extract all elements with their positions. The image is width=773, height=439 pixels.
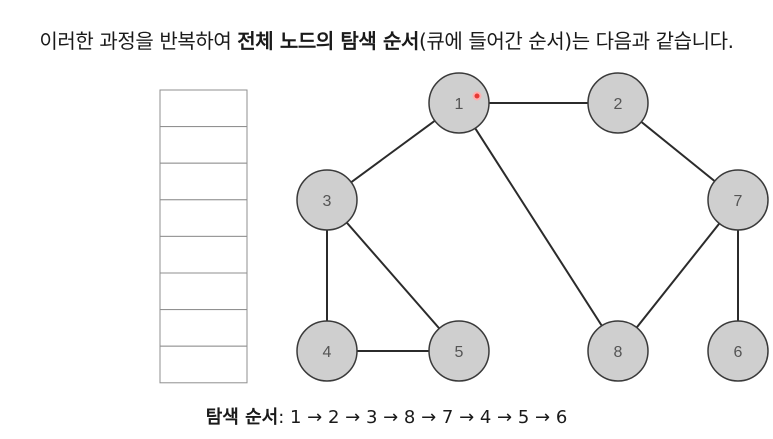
caption-text-bold: 전체 노드의 탐색 순서 <box>237 29 419 53</box>
graph-nodes: 1 2 3 4 5 6 7 8 <box>296 72 769 382</box>
node-3: 3 <box>296 169 358 231</box>
node-6: 6 <box>707 320 769 382</box>
node-2-label: 2 <box>614 96 623 113</box>
node-6-circle <box>707 320 769 382</box>
node-7: 7 <box>707 169 769 231</box>
cursor-highlight-dot <box>472 91 482 101</box>
queue-cell <box>159 199 248 237</box>
queue-cell <box>159 272 248 311</box>
node-2: 2 <box>587 72 649 134</box>
node-4-circle <box>296 320 358 382</box>
caption-text-after: (큐에 들어간 순서)는 다음과 같습니다. <box>418 29 734 53</box>
node-4-label: 4 <box>323 344 332 361</box>
queue-cell <box>159 309 248 347</box>
edge-1-8 <box>458 102 619 352</box>
edge-3-5 <box>326 199 460 352</box>
node-6-label: 6 <box>734 344 743 361</box>
node-2-circle <box>587 72 649 134</box>
node-1-label: 1 <box>455 96 464 113</box>
queue-cell <box>159 235 248 274</box>
queue <box>159 89 248 384</box>
node-1: 1 <box>428 72 490 134</box>
queue-cell <box>159 345 248 384</box>
graph-edges <box>326 102 739 352</box>
caption-text-before: 이러한 과정을 반복하여 <box>39 29 238 53</box>
caption: 이러한 과정을 반복하여 전체 노드의 탐색 순서(큐에 들어간 순서)는 다음… <box>0 27 773 55</box>
queue-cell <box>159 162 248 201</box>
queue-cell <box>159 126 248 164</box>
node-5-circle <box>428 320 490 382</box>
node-4: 4 <box>296 320 358 382</box>
traversal-order-sequence: 1 → 2 → 3 → 8 → 7 → 4 → 5 → 6 <box>290 407 568 428</box>
traversal-order-colon: : <box>278 407 290 428</box>
traversal-order: 탐색 순서: 1 → 2 → 3 → 8 → 7 → 4 → 5 → 6 <box>0 405 773 431</box>
node-1-circle <box>428 72 490 134</box>
node-7-label: 7 <box>734 193 743 210</box>
node-3-circle <box>296 169 358 231</box>
node-5-label: 5 <box>455 344 464 361</box>
traversal-order-label: 탐색 순서 <box>205 407 279 428</box>
queue-cell <box>159 89 248 128</box>
node-3-label: 3 <box>323 193 332 210</box>
node-5: 5 <box>428 320 490 382</box>
edge-7-8 <box>617 199 739 352</box>
node-8: 8 <box>587 320 649 382</box>
node-8-circle <box>587 320 649 382</box>
node-8-label: 8 <box>614 344 623 361</box>
node-7-circle <box>707 169 769 231</box>
